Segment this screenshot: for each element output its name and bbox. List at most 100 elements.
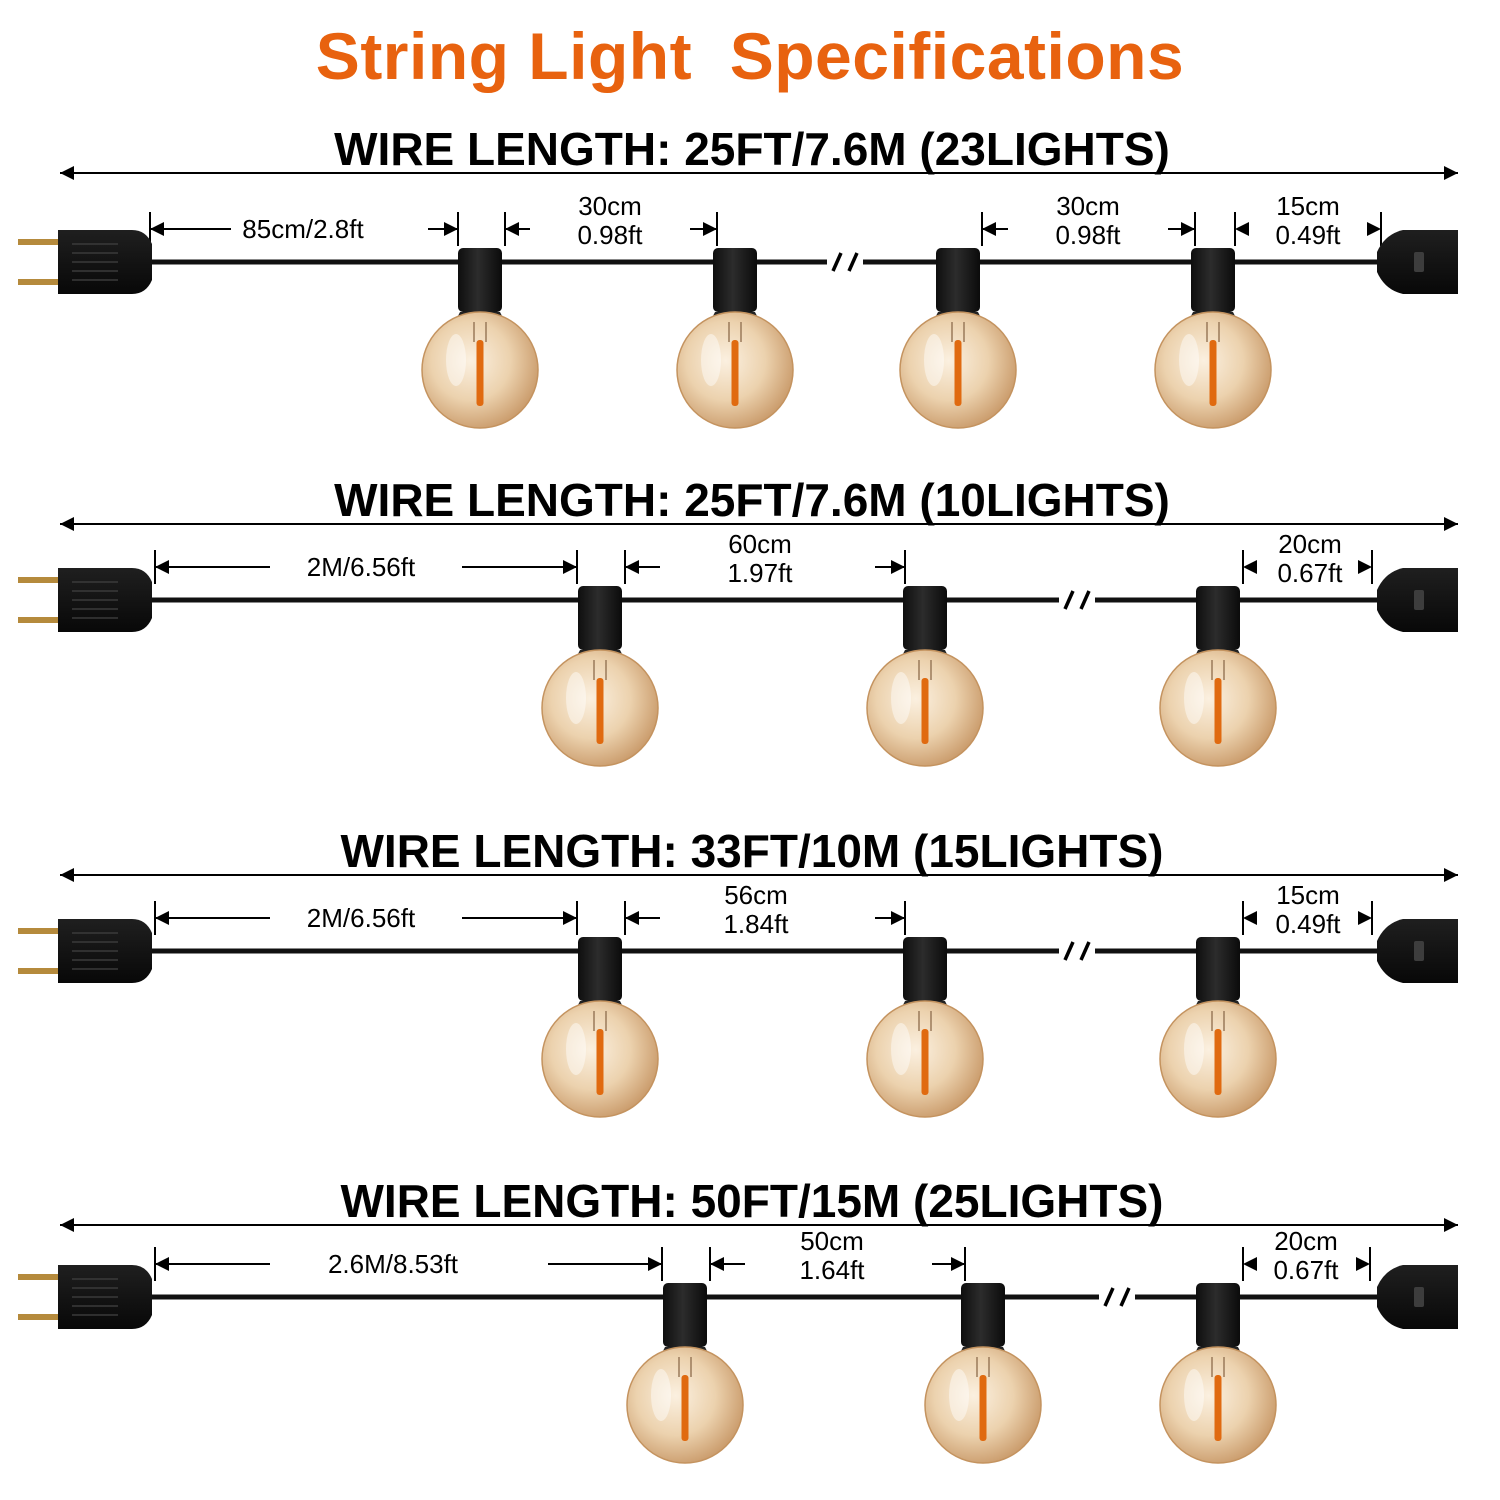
plug-prong-bottom [18,1314,64,1320]
end-connector-slot [1414,590,1424,610]
bulb-icon [866,937,984,1118]
tail-head-right [1358,560,1372,574]
break-mark-icon [1059,941,1095,961]
wire-length-title: WIRE LENGTH: 50FT/15M (25LIGHTS) [341,1175,1164,1227]
plug-prong-bottom [18,617,64,623]
plug-icon [18,230,152,294]
filament [681,1375,689,1441]
tail-head-left [1243,911,1257,925]
tail-ft-label: 0.67ft [1273,1255,1339,1285]
spacing2-dimension-arrow-left-head-left [982,222,996,236]
total-length-arrow-head-left [60,517,74,531]
lead-dimension-arrow-left-head-left [155,1257,169,1271]
spacing-cm-label: 56cm [724,880,788,910]
break-gap [827,254,863,270]
filament [1209,340,1217,406]
spacing-cm-label: 60cm [728,529,792,559]
filament-support [1211,660,1225,680]
wire-length-title: WIRE LENGTH: 25FT/7.6M (10LIGHTS) [334,474,1170,526]
filament-support [918,660,932,680]
break-slash-2 [1079,590,1091,610]
filament [954,340,962,406]
filament-support [678,1357,692,1377]
bulb-highlight [1184,1369,1204,1421]
total-length-arrow-head-right [1444,517,1458,531]
filament-support [976,1357,990,1377]
plug-icon [18,919,152,983]
filament-support [593,1011,607,1031]
spacing-dimension-arrow-left-head-left [625,911,639,925]
filament [1214,678,1222,744]
spacing-ft-label: 1.64ft [799,1255,865,1285]
spacing-cm-label: 50cm [800,1226,864,1256]
bulb-highlight [891,672,911,724]
bulb-icon [626,1283,744,1464]
bulb-icon [1159,937,1277,1118]
filament-support [918,1011,932,1031]
filament [1214,1029,1222,1095]
filament [921,678,929,744]
filament-support [1206,322,1220,342]
spacing2-dimension-arrow-right-head-right [1181,222,1195,236]
tail-head-right [1358,911,1372,925]
bulb-highlight [1184,1023,1204,1075]
end-connector-slot [1414,252,1424,272]
bulb-highlight [949,1369,969,1421]
end-connector-icon [1377,1265,1458,1329]
tail-cm-label: 15cm [1276,880,1340,910]
break-slash-2 [1119,1287,1131,1307]
socket-icon [1196,1283,1240,1347]
socket-icon [458,248,502,312]
tail-head-right [1356,1257,1370,1271]
spacing-dimension-arrow-right-head-right [951,1257,965,1271]
tail-head-left [1243,1257,1257,1271]
socket-icon [936,248,980,312]
socket-icon [903,937,947,1001]
socket-icon [663,1283,707,1347]
bulb-icon [924,1283,1042,1464]
filament-support [593,660,607,680]
plug-icon [18,568,152,632]
spacing-ft-label: 1.84ft [723,909,789,939]
bulb-highlight [1179,334,1199,386]
filament-support [1211,1011,1225,1031]
bulb-highlight [891,1023,911,1075]
wire-length-title: WIRE LENGTH: 25FT/7.6M (23LIGHTS) [334,123,1170,175]
socket-icon [713,248,757,312]
wire-length-title: WIRE LENGTH: 33FT/10M (15LIGHTS) [341,825,1164,877]
tail-dimension [1234,212,1382,246]
socket-icon [578,937,622,1001]
spacing-ft-label: 1.97ft [727,558,793,588]
lead-length-label: 2M/6.56ft [307,903,416,933]
lead-length-label: 2.6M/8.53ft [328,1249,459,1279]
spacing2-ft-label: 0.98ft [1055,220,1121,250]
plug-prong-top [18,1274,64,1280]
plug-icon [18,1265,152,1329]
total-length-arrow-head-right [1444,166,1458,180]
filament [596,1029,604,1095]
bulb-icon [541,937,659,1118]
bulb-highlight [566,672,586,724]
end-connector-slot [1414,941,1424,961]
bulb-icon [1154,248,1272,429]
plug-prong-bottom [18,968,64,974]
bulb-highlight [651,1369,671,1421]
bulb-highlight [701,334,721,386]
break-mark-icon [1099,1287,1135,1307]
bulb-highlight [566,1023,586,1075]
filament-support [1211,1357,1225,1377]
filament [1214,1375,1222,1441]
end-connector-icon [1377,919,1458,983]
spacing-dimension-arrow-right-head-right [891,560,905,574]
break-slash-2 [1079,941,1091,961]
plug-prong-top [18,928,64,934]
break-gap [1059,592,1095,608]
plug-prong-bottom [18,279,64,285]
break-slash-1 [1063,590,1075,610]
spec-section-3: WIRE LENGTH: 33FT/10M (15LIGHTS) 2M/6.56f… [18,825,1458,1118]
total-length-arrow-head-left [60,868,74,882]
bulb-icon [421,248,539,429]
break-slash-1 [1103,1287,1115,1307]
